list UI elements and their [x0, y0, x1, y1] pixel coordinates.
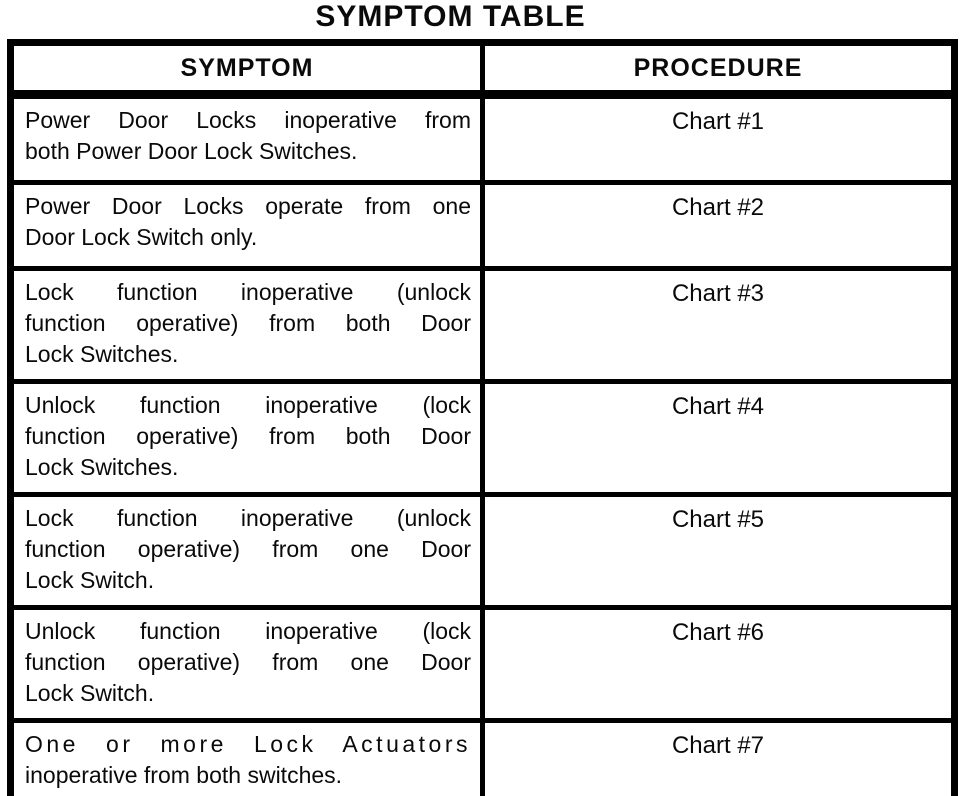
procedure-cell: Chart #1: [480, 92, 957, 185]
symptom-line: Unlock function inoperative (lock: [25, 618, 471, 644]
symptom-line: Unlock function inoperative (lock: [25, 392, 471, 418]
procedure-cell: Chart #4: [480, 379, 957, 497]
symptom-line: function operative) from one Door: [25, 536, 471, 562]
symptom-cell: One or more Lock Actuators inoperative fr…: [8, 718, 485, 796]
symptom-cell: Power Door Locks inoperative from both Po…: [8, 92, 485, 185]
symptom-line: Power Door Locks operate from one: [25, 193, 471, 219]
symptom-line: One or more Lock Actuators: [25, 731, 471, 757]
table-row: Lock function inoperative (unlock functio…: [8, 492, 957, 610]
symptom-line: inoperative from both switches.: [25, 762, 343, 788]
symptom-line: function operative) from both Door: [25, 423, 471, 449]
symptom-line: Lock Switches.: [25, 341, 179, 367]
table-body: Power Door Locks inoperative from both Po…: [8, 92, 957, 796]
procedure-cell: Chart #7: [480, 718, 957, 796]
table-row: Power Door Locks inoperative from both Po…: [8, 92, 957, 185]
symptom-cell: Unlock function inoperative (lock functio…: [8, 605, 485, 723]
symptom-line: Lock Switch.: [25, 567, 155, 593]
procedure-cell: Chart #6: [480, 605, 957, 723]
procedure-cell: Chart #5: [480, 492, 957, 610]
symptom-line: Lock function inoperative (unlock: [25, 505, 471, 531]
symptom-line: Lock function inoperative (unlock: [25, 279, 471, 305]
symptom-cell: Lock function inoperative (unlock functio…: [8, 266, 485, 384]
table-row: Lock function inoperative (unlock functio…: [8, 266, 957, 384]
procedure-cell: Chart #3: [480, 266, 957, 384]
symptom-line: both Power Door Lock Switches.: [25, 138, 358, 164]
column-header-procedure: PROCEDURE: [480, 40, 957, 99]
symptom-line: Lock Switch.: [25, 680, 155, 706]
column-header-symptom: SYMPTOM: [8, 40, 485, 99]
procedure-cell: Chart #2: [480, 180, 957, 271]
table-header: SYMPTOM PROCEDURE: [8, 40, 957, 99]
symptom-line: function operative) from both Door: [25, 310, 471, 336]
page-title: SYMPTOM TABLE: [315, 0, 586, 33]
symptom-line: Power Door Locks inoperative from: [25, 107, 471, 133]
table-row: Unlock function inoperative (lock functio…: [8, 379, 957, 497]
table-row: One or more Lock Actuators inoperative fr…: [8, 718, 957, 796]
symptom-table: SYMPTOM PROCEDURE Power Door Locks inope…: [7, 39, 958, 796]
table-row: Unlock function inoperative (lock functio…: [8, 605, 957, 723]
symptom-cell: Unlock function inoperative (lock functio…: [8, 379, 485, 497]
header-row: SYMPTOM PROCEDURE: [8, 40, 957, 99]
symptom-line: Lock Switches.: [25, 454, 179, 480]
symptom-line: function operative) from one Door: [25, 649, 471, 675]
symptom-cell: Lock function inoperative (unlock functio…: [8, 492, 485, 610]
symptom-line: Door Lock Switch only.: [25, 224, 258, 250]
